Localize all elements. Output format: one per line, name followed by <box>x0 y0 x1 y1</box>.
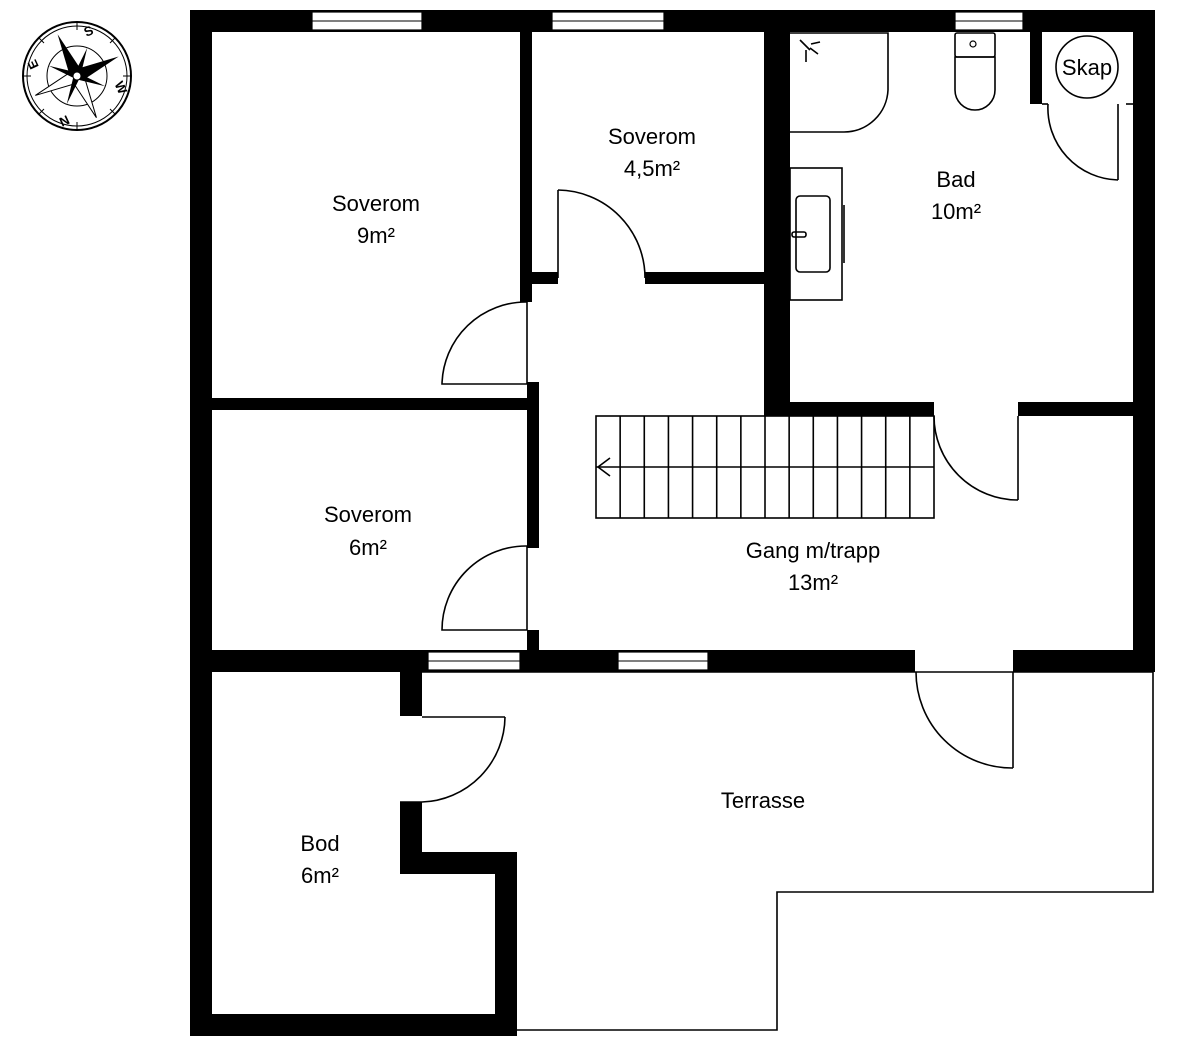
toilet-icon <box>954 32 996 111</box>
door <box>933 415 1019 501</box>
room-name-bathroom: Bad <box>936 167 975 192</box>
room-area-bedroom-small: 4,5m² <box>624 156 680 181</box>
room-area-storage: 6m² <box>301 863 339 888</box>
room-labels: Soverom 9m² Soverom 4,5m² Bad 10m² Skap … <box>300 55 1112 888</box>
room-name-terrace: Terrasse <box>721 788 805 813</box>
room-name-storage: Bod <box>300 831 339 856</box>
door <box>441 545 528 631</box>
shower-icon <box>790 32 889 133</box>
room-name-bedroom-lower: Soverom <box>324 502 412 527</box>
room-area-hallway: 13m² <box>788 570 838 595</box>
compass-rose-icon: S N E W <box>22 21 132 131</box>
closet-icon <box>1055 35 1119 99</box>
door <box>441 301 528 385</box>
stairs <box>595 415 935 519</box>
door <box>400 716 506 803</box>
terrace-outline <box>420 671 1154 1031</box>
sink-icon <box>789 167 845 301</box>
compass-letter-e: E <box>24 57 41 71</box>
room-name-closet: Skap <box>1062 55 1112 80</box>
door <box>557 189 646 279</box>
room-name-bedroom-small: Soverom <box>608 124 696 149</box>
room-area-bedroom-lower: 6m² <box>349 535 387 560</box>
door <box>915 671 1014 769</box>
door <box>1042 103 1133 181</box>
room-area-bathroom: 10m² <box>931 199 981 224</box>
room-name-bedroom-large: Soverom <box>332 191 420 216</box>
room-area-bedroom-large: 9m² <box>357 223 395 248</box>
walls <box>190 10 1155 1036</box>
windows <box>311 11 1024 671</box>
room-name-hallway: Gang m/trapp <box>746 538 881 563</box>
doors <box>400 103 1133 803</box>
